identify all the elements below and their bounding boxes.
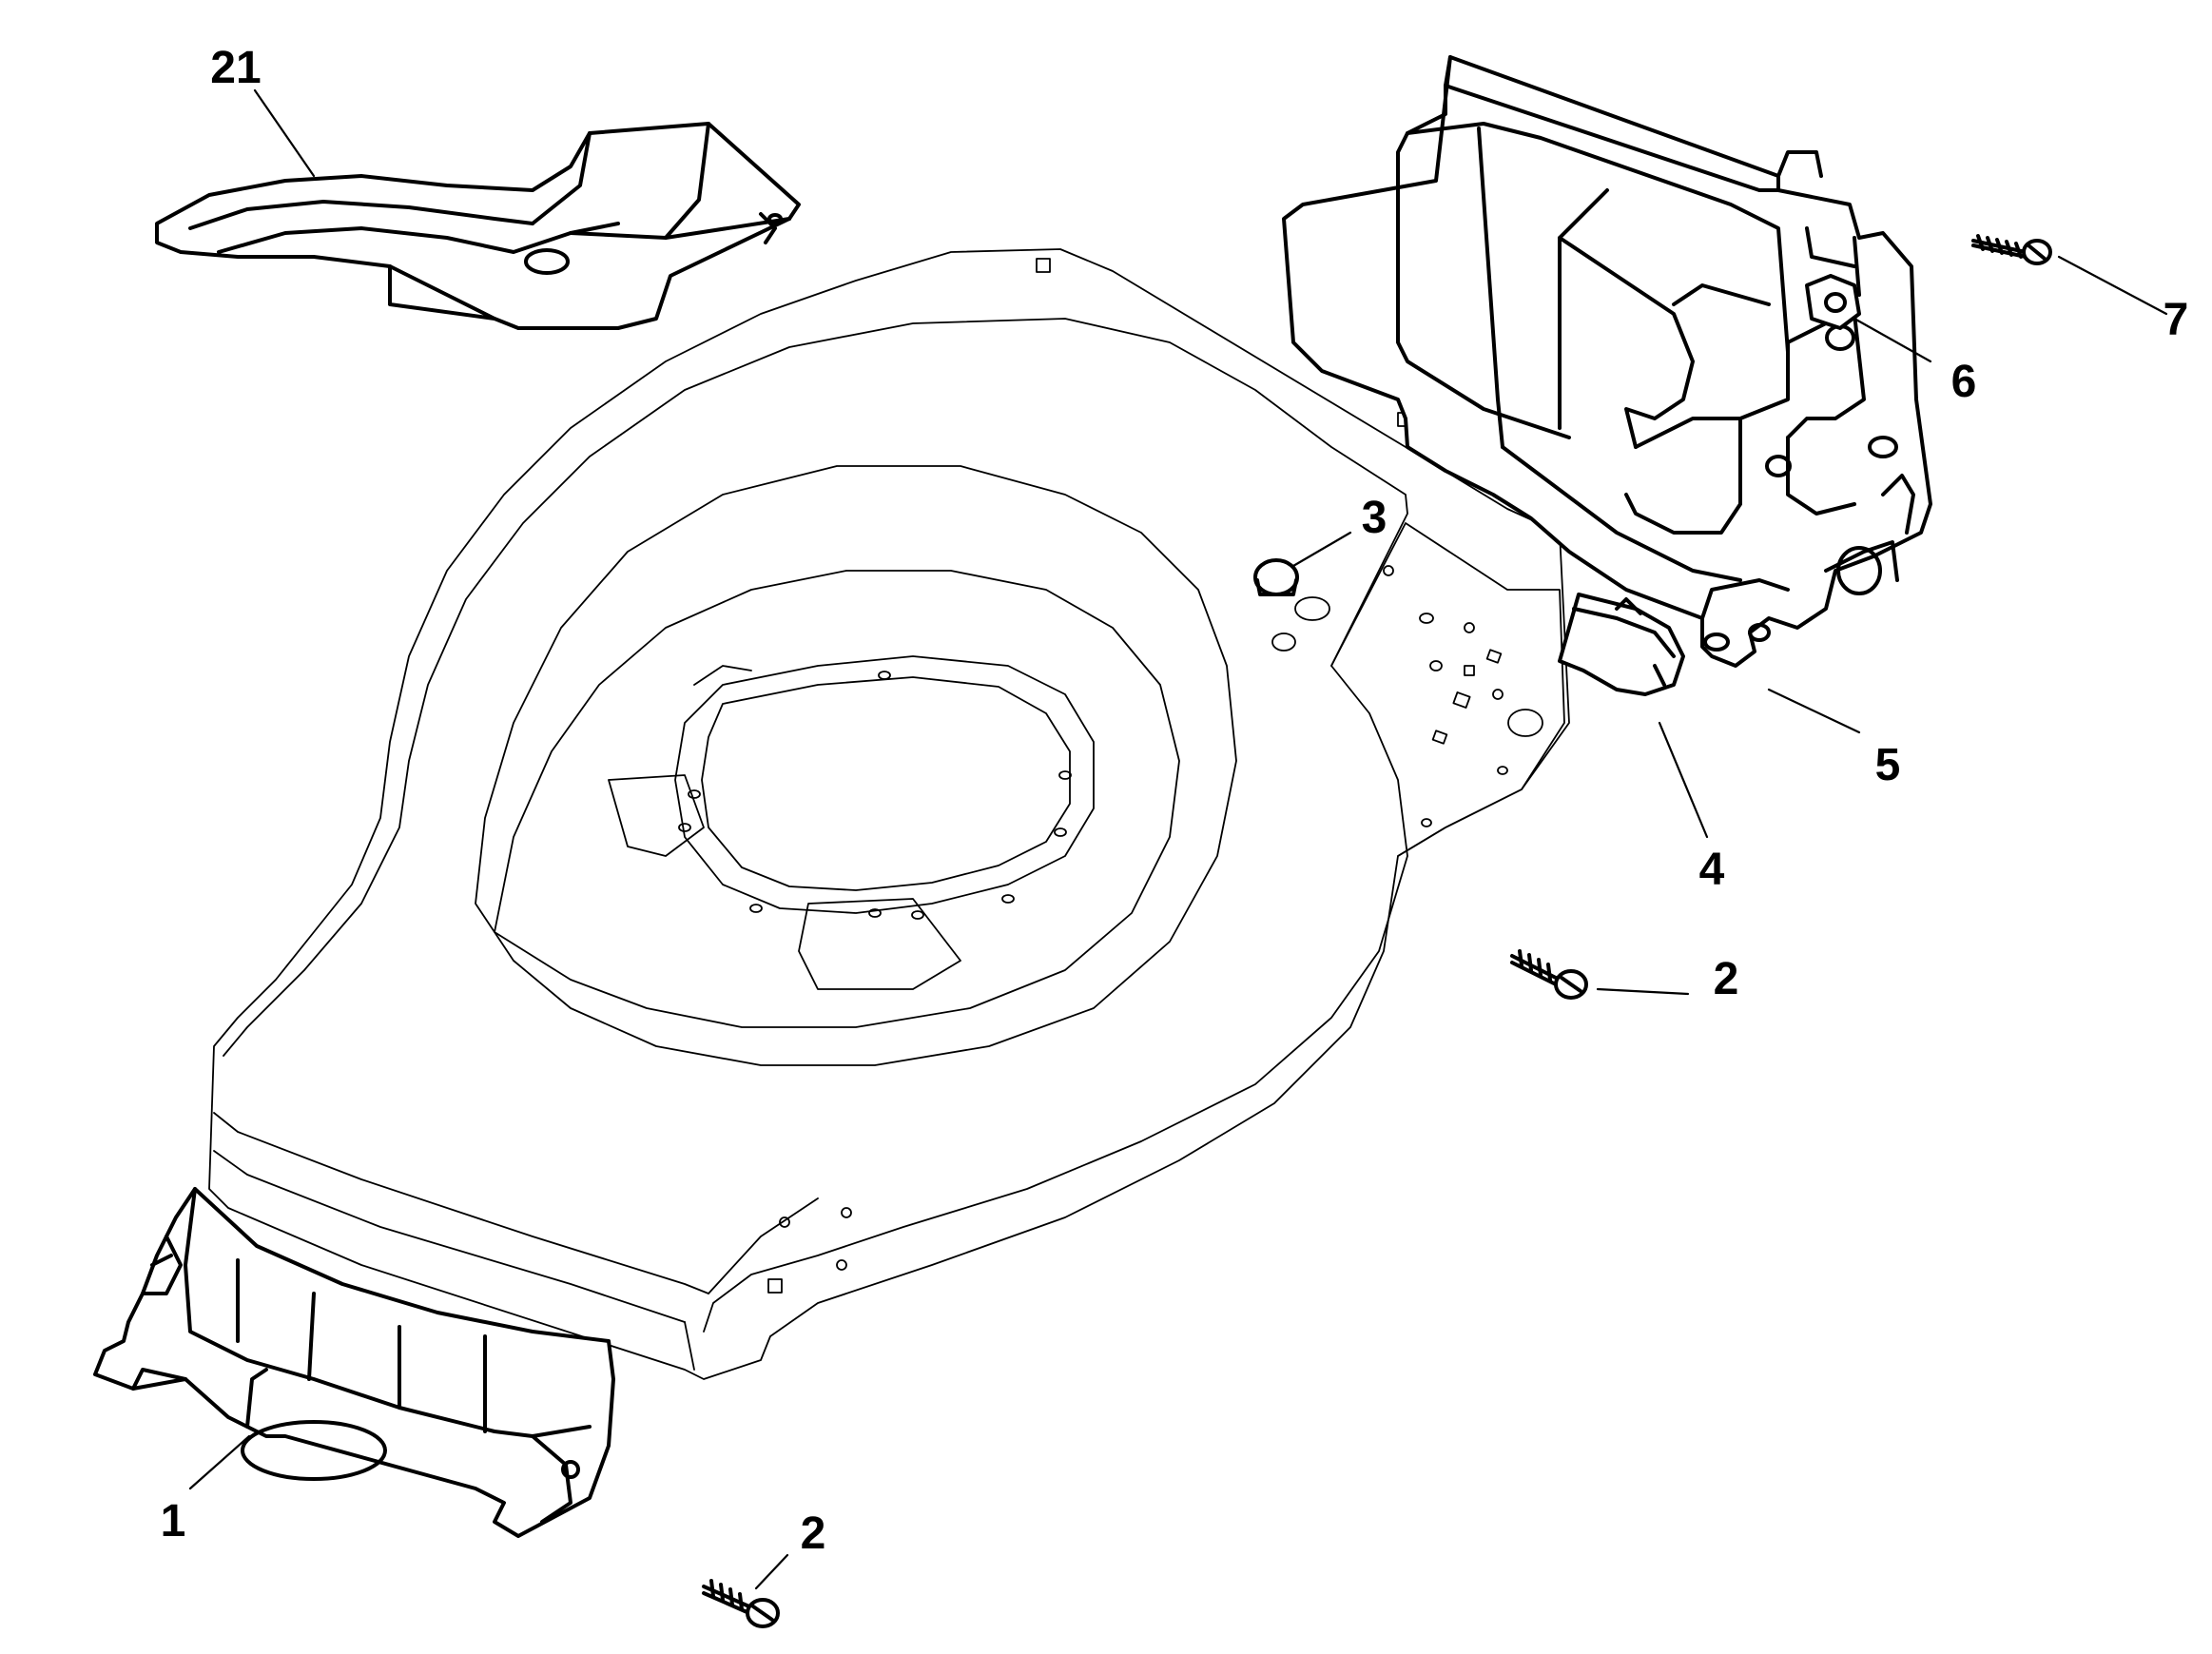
mower-deck bbox=[208, 248, 1570, 1380]
part-21-cover bbox=[155, 122, 801, 330]
callout-2b: 2 bbox=[801, 1508, 826, 1559]
leader-4 bbox=[1658, 721, 1709, 839]
callout-6: 6 bbox=[1951, 357, 1977, 407]
part-3-plug bbox=[1253, 558, 1299, 596]
callout-2a: 2 bbox=[1714, 954, 1739, 1004]
callout-21: 21 bbox=[210, 43, 261, 93]
leader-21 bbox=[253, 88, 316, 178]
callout-labels: 21 7 6 3 5 4 2 1 2 bbox=[161, 43, 2189, 1559]
leader-5 bbox=[1767, 688, 1861, 734]
leader-lines bbox=[188, 88, 2168, 1590]
leader-1 bbox=[188, 1434, 251, 1490]
leader-2a bbox=[1596, 987, 1690, 996]
leader-3 bbox=[1291, 531, 1352, 568]
callout-4: 4 bbox=[1699, 845, 1725, 895]
part-2b-screw bbox=[702, 1579, 780, 1628]
callout-5: 5 bbox=[1875, 740, 1901, 790]
leader-2b bbox=[754, 1553, 789, 1590]
callout-3: 3 bbox=[1362, 493, 1387, 543]
leader-6 bbox=[1853, 317, 1932, 363]
part-1-front-flap bbox=[93, 1187, 615, 1538]
part-6-bracket bbox=[1805, 274, 1861, 330]
part-4-clip bbox=[1558, 593, 1685, 696]
part-2a-screw bbox=[1510, 949, 1588, 1000]
part-5-rear-housing bbox=[1282, 55, 1932, 668]
leader-7 bbox=[2057, 255, 2168, 316]
callout-1: 1 bbox=[161, 1496, 186, 1547]
callout-7: 7 bbox=[2163, 295, 2189, 345]
part-7-screw bbox=[1971, 234, 2052, 265]
